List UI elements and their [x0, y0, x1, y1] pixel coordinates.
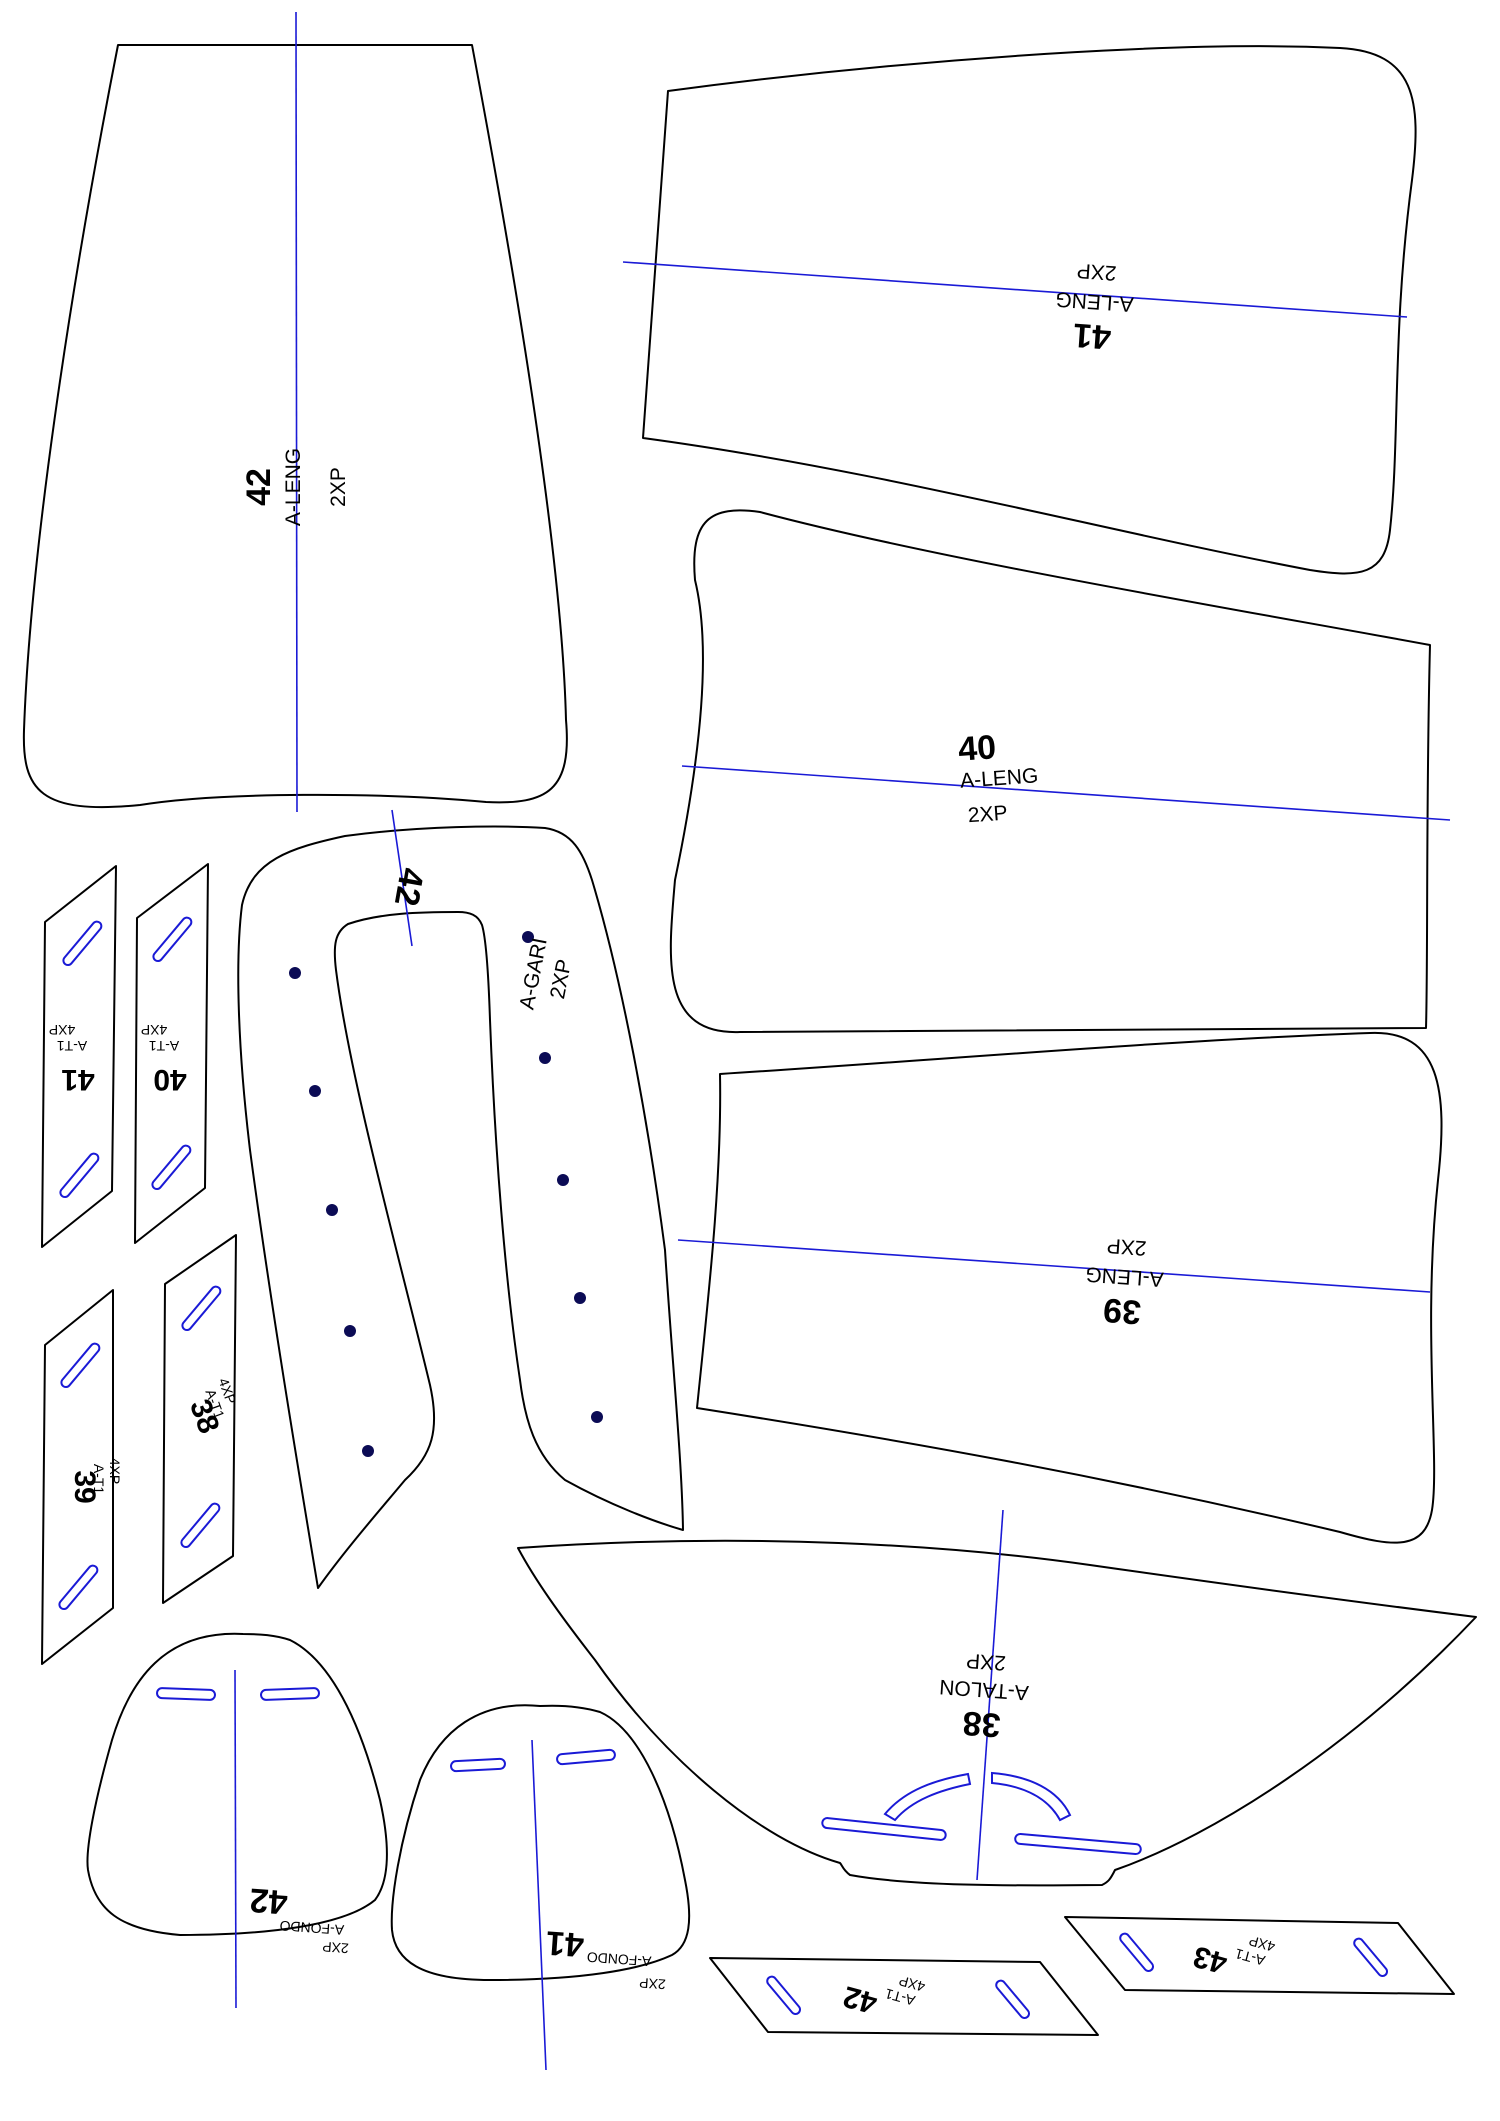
piece-qty: 2XP [965, 1649, 1006, 1675]
slots [766, 1975, 1031, 2019]
piece-leng-39[interactable]: 39 A-LENG 2XP [677, 1031, 1443, 1544]
piece-gari-42[interactable]: 42 A-GARI 2XP [237, 809, 684, 1589]
piece-fondo-41[interactable]: 41 A-FONDO 2XP [390, 1704, 691, 2071]
piece-t1-42[interactable]: 42 A-T1 4XP [709, 1957, 1099, 2036]
slots [450, 1748, 616, 1773]
piece-qty: 4XP [897, 1973, 927, 1995]
piece-code: A-T1 [57, 1038, 88, 1054]
piece-qty: 4XP [107, 1458, 123, 1484]
piece-t1-40[interactable]: 40 A-T1 4XP [134, 863, 209, 1244]
piece-leng-40[interactable]: 40 A-LENG 2XP [669, 509, 1451, 1034]
piece-code: A-LENG [282, 448, 305, 526]
piece-code: A-TALON [939, 1675, 1030, 1704]
size-label: 43 [1190, 1939, 1231, 1980]
piece-qty: 4XP [141, 1022, 167, 1038]
piece-code: A-T1 [149, 1038, 180, 1054]
size-label: 42 [840, 1979, 881, 2020]
slots [58, 1342, 101, 1611]
size-label: 40 [957, 728, 997, 769]
size-label: 41 [545, 1923, 585, 1964]
piece-qty: 2XP [546, 957, 576, 1000]
grain-line [976, 1509, 1004, 1881]
piece-code: A-T1 [883, 1986, 917, 2009]
piece-leng-42[interactable]: 42 A-LENG 2XP [22, 11, 568, 813]
slots [151, 916, 193, 1191]
piece-qty: 2XP [639, 1975, 667, 1993]
slots [59, 920, 103, 1199]
piece-code: A-GARI [515, 936, 551, 1011]
size-label: 41 [1072, 316, 1112, 357]
grain-line [295, 11, 298, 813]
piece-code: A-LENG [959, 764, 1039, 792]
grain-line [391, 809, 413, 947]
size-label: 40 [153, 1063, 186, 1096]
piece-t1-39[interactable]: 39 A-T1 4XP [41, 1289, 123, 1665]
grain-line [234, 1669, 237, 2009]
piece-code: A-FONDO [586, 1949, 652, 1969]
size-label: 38 [961, 1704, 1001, 1745]
piece-code: A-T1 [91, 1464, 107, 1495]
piece-qty: 2XP [1076, 259, 1117, 285]
piece-t1-43[interactable]: 43 A-T1 4XP [1064, 1916, 1455, 1995]
grain-line [681, 765, 1451, 821]
piece-code: A-T1 [1233, 1946, 1267, 1969]
piece-qty: 2XP [322, 1939, 350, 1957]
size-label: 42 [240, 468, 278, 506]
size-label: 42 [248, 1881, 288, 1922]
size-label: 42 [387, 865, 431, 909]
piece-talon-38[interactable]: 38 A-TALON 2XP [517, 1509, 1477, 1887]
piece-code: A-LENG [1055, 287, 1135, 315]
grain-line [677, 1239, 1431, 1293]
punch-holes [289, 931, 603, 1457]
slots [156, 1687, 320, 1701]
size-label: 39 [68, 1470, 101, 1503]
slots [180, 1285, 222, 1549]
slots [1119, 1932, 1389, 1977]
grain-line [622, 261, 1408, 318]
size-label: 39 [1102, 1291, 1142, 1332]
piece-t1-41[interactable]: 41 A-T1 4XP [41, 865, 117, 1248]
piece-code: A-LENG [1085, 1262, 1165, 1290]
piece-qty: 4XP [49, 1022, 75, 1038]
piece-fondo-42[interactable]: 42 A-FONDO 2XP [86, 1632, 388, 2009]
piece-qty: 2XP [967, 802, 1008, 828]
piece-leng-41[interactable]: 41 A-LENG 2XP [622, 45, 1417, 575]
grain-line [531, 1739, 547, 2071]
piece-qty: 2XP [327, 467, 350, 507]
size-label: 41 [61, 1063, 94, 1096]
piece-qty: 2XP [1106, 1234, 1147, 1260]
piece-code: A-FONDO [279, 1918, 345, 1938]
piece-qty: 4XP [1247, 1933, 1277, 1955]
piece-t1-38[interactable]: 38 A-T1 4XP [162, 1234, 246, 1604]
slots [821, 1771, 1142, 1856]
